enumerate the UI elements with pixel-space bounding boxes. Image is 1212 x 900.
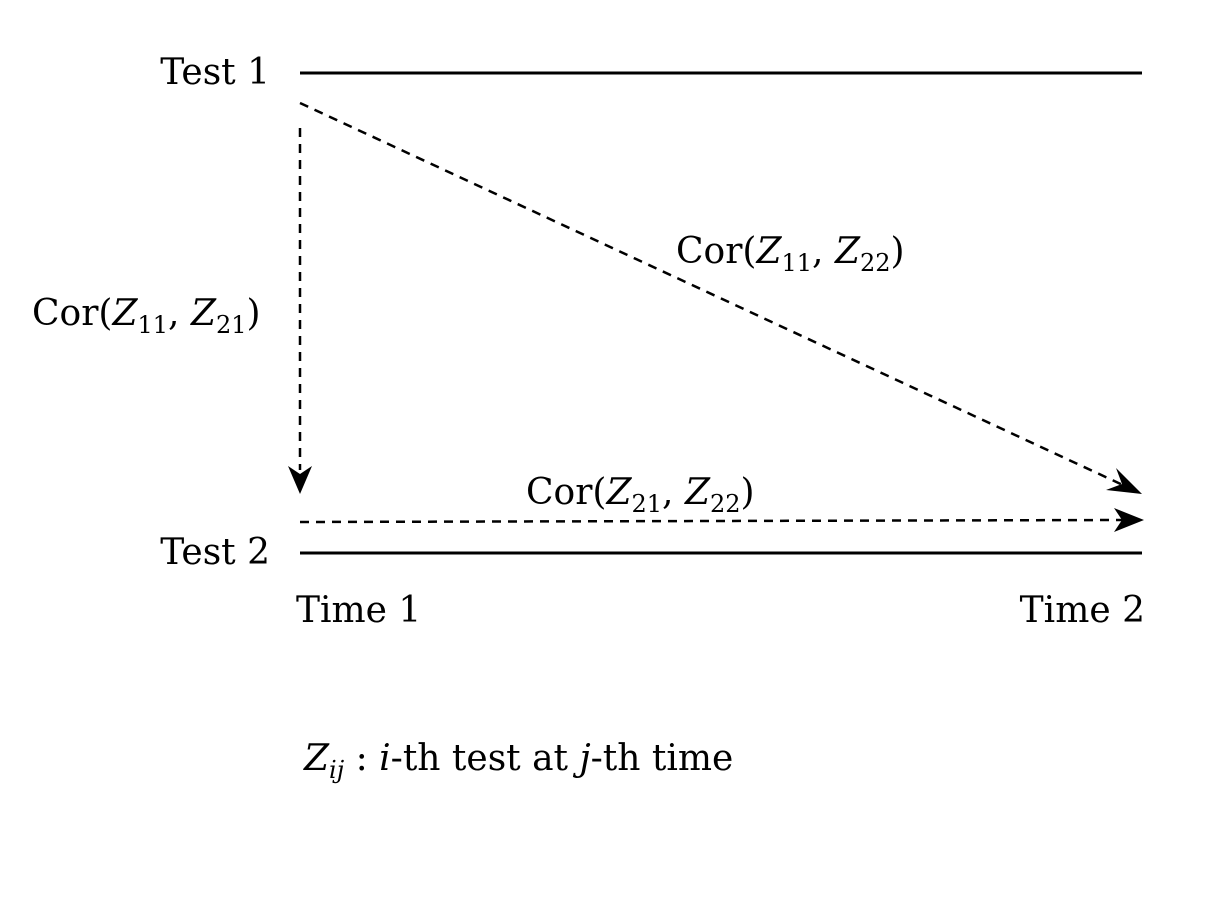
notation-legend: Zij : i-th test at j-th time <box>303 738 733 784</box>
cor-vertical-label: Cor(Z11, Z21) <box>32 293 261 339</box>
horizontal-arrowhead <box>1114 508 1144 532</box>
diagonal-arrowhead <box>1106 468 1142 494</box>
test2-label: Test 2 <box>160 532 270 573</box>
diagonal-dashed-arrow <box>299 101 1126 488</box>
horizontal-dashed-arrow <box>299 518 1123 524</box>
cor-diagonal-label: Cor(Z11, Z22) <box>676 231 905 277</box>
test1-label: Test 1 <box>160 52 270 93</box>
time1-label: Time 1 <box>296 590 421 631</box>
time2-label: Time 2 <box>1020 590 1145 631</box>
cor-horizontal-label: Cor(Z21, Z22) <box>526 472 755 518</box>
vertical-arrowhead <box>288 466 312 494</box>
